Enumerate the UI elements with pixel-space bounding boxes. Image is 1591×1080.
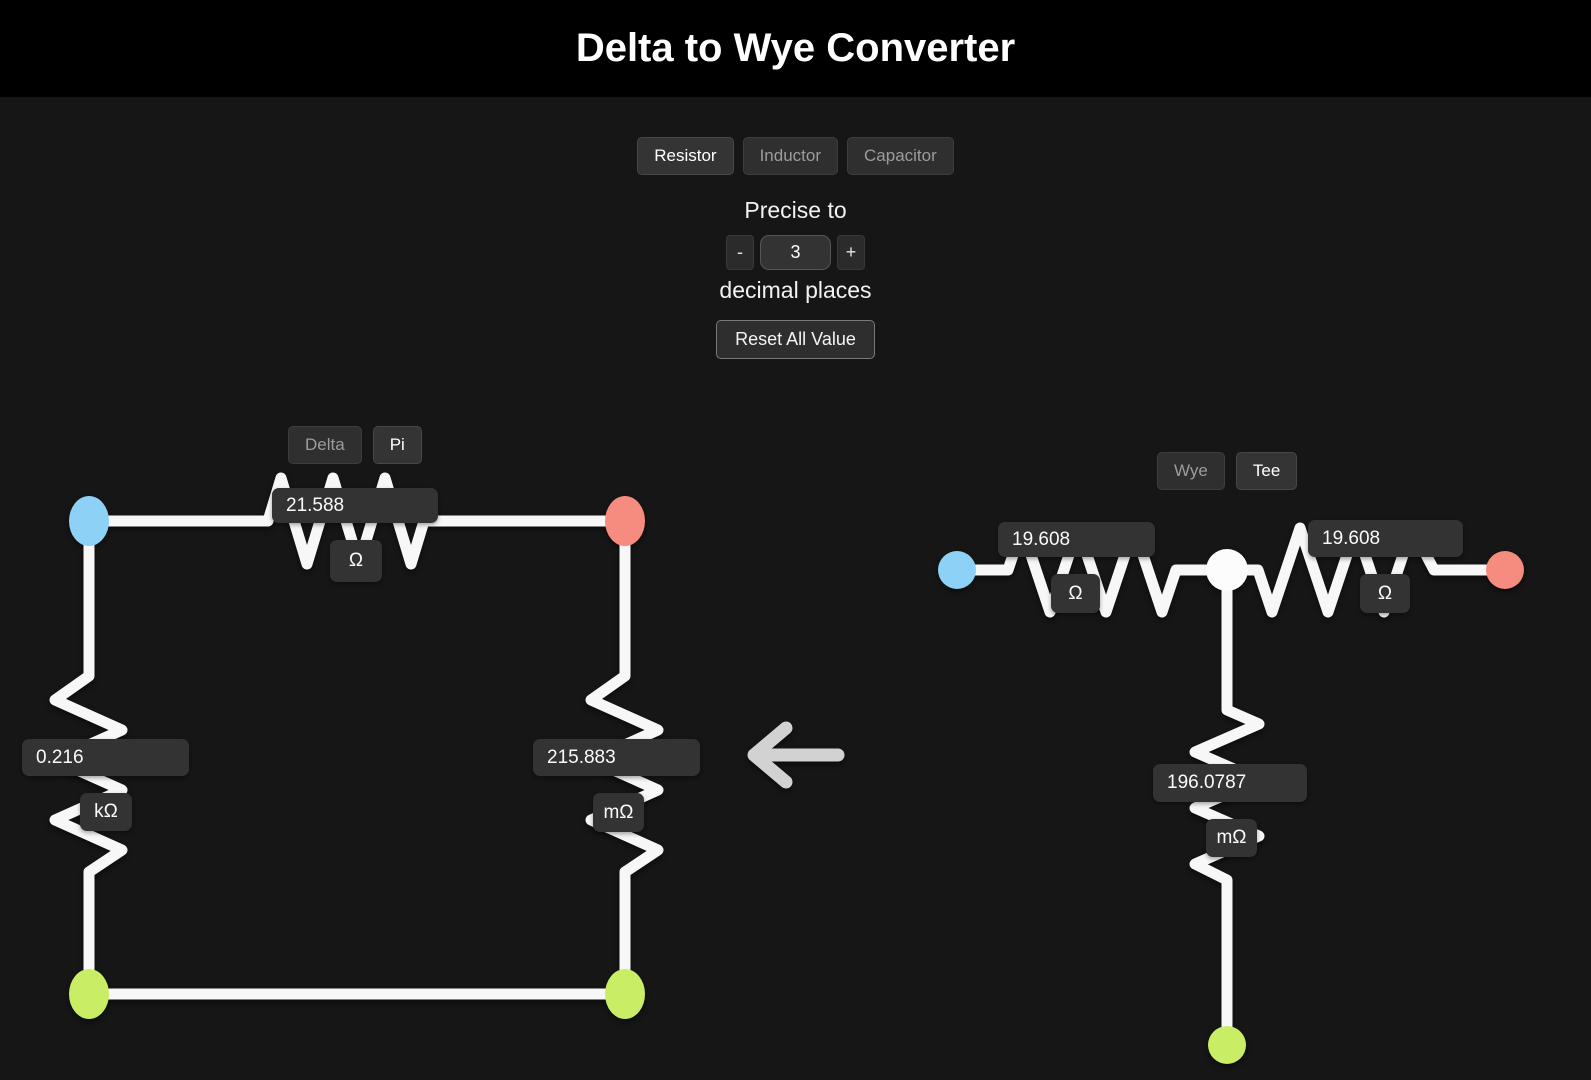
right-left-resistor-value-input[interactable]: 19.608: [998, 522, 1155, 557]
right-node-c-green: [1208, 1026, 1246, 1064]
tab-pi[interactable]: Pi: [372, 426, 422, 464]
right-node-center: [1206, 549, 1248, 591]
precision-decrement-button[interactable]: -: [726, 234, 754, 270]
right-node-b-red: [1486, 551, 1524, 589]
top-controls: Resistor Inductor Capacitor Precise to -…: [0, 137, 1591, 359]
right-right-resistor-value-input[interactable]: 19.608: [1308, 520, 1463, 557]
precision-value[interactable]: 3: [760, 234, 831, 270]
right-circuit-mode-tabs: Wye Tee: [1157, 452, 1298, 490]
reset-all-button[interactable]: Reset All Value: [716, 319, 875, 359]
precision-increment-button[interactable]: +: [837, 234, 865, 270]
right-bottom-resistor-value-input[interactable]: 196.0787: [1153, 764, 1307, 802]
app-header: Delta to Wye Converter: [0, 0, 1591, 97]
tab-tee[interactable]: Tee: [1235, 452, 1298, 490]
left-right-resistor-unit-select[interactable]: mΩ: [593, 793, 644, 832]
right-left-resistor-unit-select[interactable]: Ω: [1051, 574, 1100, 613]
left-node-b-red: [605, 496, 645, 546]
component-type-tabs: Resistor Inductor Capacitor: [637, 137, 954, 175]
left-node-a-blue: [69, 496, 109, 546]
precision-stepper: - 3 +: [726, 234, 865, 270]
app-title: Delta to Wye Converter: [575, 26, 1016, 70]
left-top-resistor-value-input[interactable]: 21.588: [272, 488, 438, 523]
left-top-resistor-unit-select[interactable]: Ω: [330, 540, 382, 582]
conversion-arrow-icon: [747, 721, 845, 789]
tab-resistor[interactable]: Resistor: [637, 137, 734, 175]
left-left-resistor-value-input[interactable]: 0.216: [22, 739, 189, 776]
right-bottom-resistor-unit-select[interactable]: mΩ: [1206, 819, 1257, 857]
left-right-resistor-value-input[interactable]: 215.883: [533, 739, 700, 776]
left-node-c2-green: [605, 969, 645, 1019]
tab-delta[interactable]: Delta: [288, 426, 362, 464]
right-node-a-blue: [938, 551, 976, 589]
left-circuit-mode-tabs: Delta Pi: [288, 426, 422, 464]
tab-wye[interactable]: Wye: [1157, 452, 1225, 490]
precision-label-after: decimal places: [719, 276, 872, 303]
left-left-resistor-unit-select[interactable]: kΩ: [80, 793, 132, 831]
right-circuit-vertical-resistor-wire: [1189, 564, 1265, 1051]
right-right-resistor-unit-select[interactable]: Ω: [1360, 574, 1410, 613]
precision-label-before: Precise to: [744, 196, 847, 223]
tab-capacitor[interactable]: Capacitor: [847, 137, 954, 175]
left-node-c1-green: [69, 969, 109, 1019]
tab-inductor[interactable]: Inductor: [742, 137, 839, 175]
